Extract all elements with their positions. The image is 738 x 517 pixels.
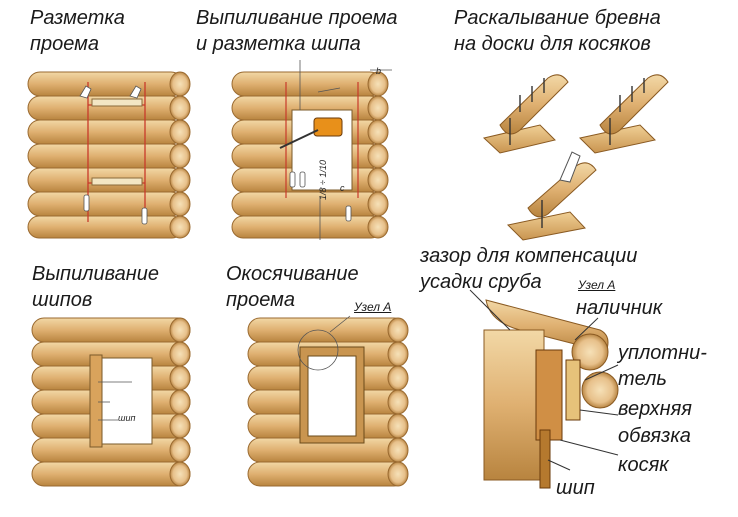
callout-jamb: косяк bbox=[618, 454, 669, 476]
callout-trim: наличник bbox=[576, 297, 663, 319]
caption-marking-line2: проема bbox=[30, 33, 99, 55]
wall-marking bbox=[27, 71, 191, 239]
dim-label-b: b bbox=[376, 66, 382, 76]
callout-top-binding-line2: обвязка bbox=[618, 425, 691, 447]
caption-tenons-line2: шипов bbox=[32, 289, 93, 311]
callout-node-a: Узел А bbox=[354, 300, 392, 314]
callout-sealant-line1: уплотни- bbox=[618, 342, 707, 364]
caption-marking-line1: Разметка bbox=[30, 7, 125, 29]
caption-gap-line1: зазор для компенсации bbox=[420, 245, 638, 267]
callout-node-a-detail: Узел А bbox=[578, 278, 616, 292]
wall-tenons bbox=[31, 317, 191, 487]
caption-splitting-line2: на доски для косяков bbox=[454, 33, 651, 55]
caption-framing-line1: Окосячивание bbox=[226, 263, 359, 285]
dim-label-c: c bbox=[340, 183, 345, 193]
dim-label-tenon: шип bbox=[118, 413, 136, 423]
callout-tenon: шип bbox=[556, 477, 595, 499]
callout-top-binding-line1: верхняя bbox=[618, 398, 692, 420]
wall-sawing bbox=[231, 60, 392, 240]
callout-sealant-line2: тель bbox=[618, 368, 667, 390]
dim-label-height: 1/8 ÷ 1/10 bbox=[318, 160, 328, 200]
caption-sawing-line1: Выпиливание проема bbox=[196, 7, 398, 29]
caption-framing-line2: проема bbox=[226, 289, 295, 311]
caption-splitting-line1: Раскалывание бревна bbox=[454, 7, 661, 29]
log-splitting bbox=[482, 74, 669, 241]
caption-gap-line2: усадки сруба bbox=[420, 271, 542, 293]
node-a-detail bbox=[469, 289, 619, 489]
caption-tenons-line1: Выпиливание bbox=[32, 263, 159, 285]
caption-sawing-line2: и разметка шипа bbox=[196, 33, 361, 55]
wall-framing bbox=[247, 315, 409, 487]
